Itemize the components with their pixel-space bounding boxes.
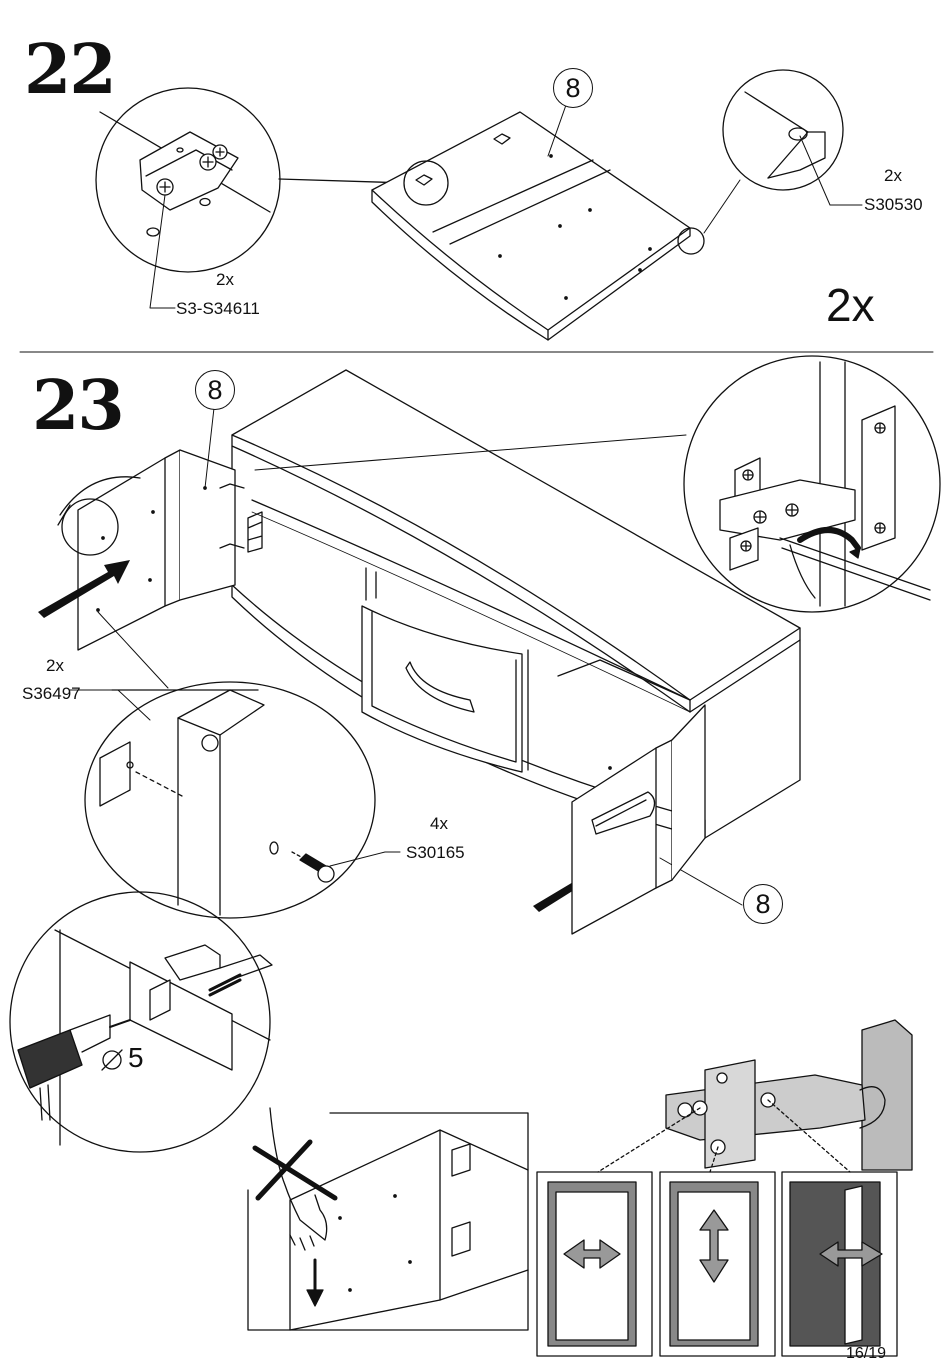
- hinge-mount-detail-parts: [99, 689, 335, 916]
- part-number-badge: 8: [553, 68, 593, 108]
- vertical-adjust-arrow-icon: [699, 1209, 729, 1283]
- hinge-code: S36497: [22, 684, 81, 703]
- hand-warning-panel: [247, 1107, 529, 1331]
- hinge-quantity: 2x: [46, 656, 64, 675]
- hinge-plate-code: S3-S34611: [176, 299, 260, 318]
- hinge-adjustment-panel: [536, 1019, 913, 1357]
- part-number-badge-left: 8: [195, 370, 235, 410]
- left-door: [57, 449, 263, 651]
- cap-quantity: 2x: [884, 166, 902, 185]
- door-panel-8: [371, 111, 705, 341]
- tv-cabinet: [231, 369, 801, 839]
- step22-illustration: [19, 69, 934, 353]
- hinge-plate-detail: [99, 111, 271, 237]
- screw-code: S30165: [406, 843, 465, 862]
- insert-arrow-left: [38, 560, 130, 618]
- step-number-22: 22: [24, 30, 117, 110]
- drill-diameter: 5: [128, 1042, 144, 1073]
- depth-adjust-arrow-icon: [819, 1241, 883, 1267]
- repeat-count: 2x: [826, 279, 875, 331]
- hinge-detail: [719, 361, 931, 607]
- step23-illustration: [9, 355, 941, 1357]
- drilling-detail: [17, 929, 273, 1146]
- cap-code: S30530: [864, 195, 923, 214]
- step-number-23: 23: [32, 366, 125, 446]
- right-door: [571, 704, 706, 935]
- hinge-plate-quantity: 2x: [216, 270, 234, 289]
- hinge-mount-detail: [84, 681, 376, 919]
- page-number: 16/19: [846, 1345, 887, 1362]
- cap-detail: [744, 91, 826, 179]
- screw-quantity: 4x: [430, 814, 448, 833]
- horizontal-adjust-arrow-icon: [563, 1239, 621, 1269]
- part-number-badge-right: 8: [743, 884, 783, 924]
